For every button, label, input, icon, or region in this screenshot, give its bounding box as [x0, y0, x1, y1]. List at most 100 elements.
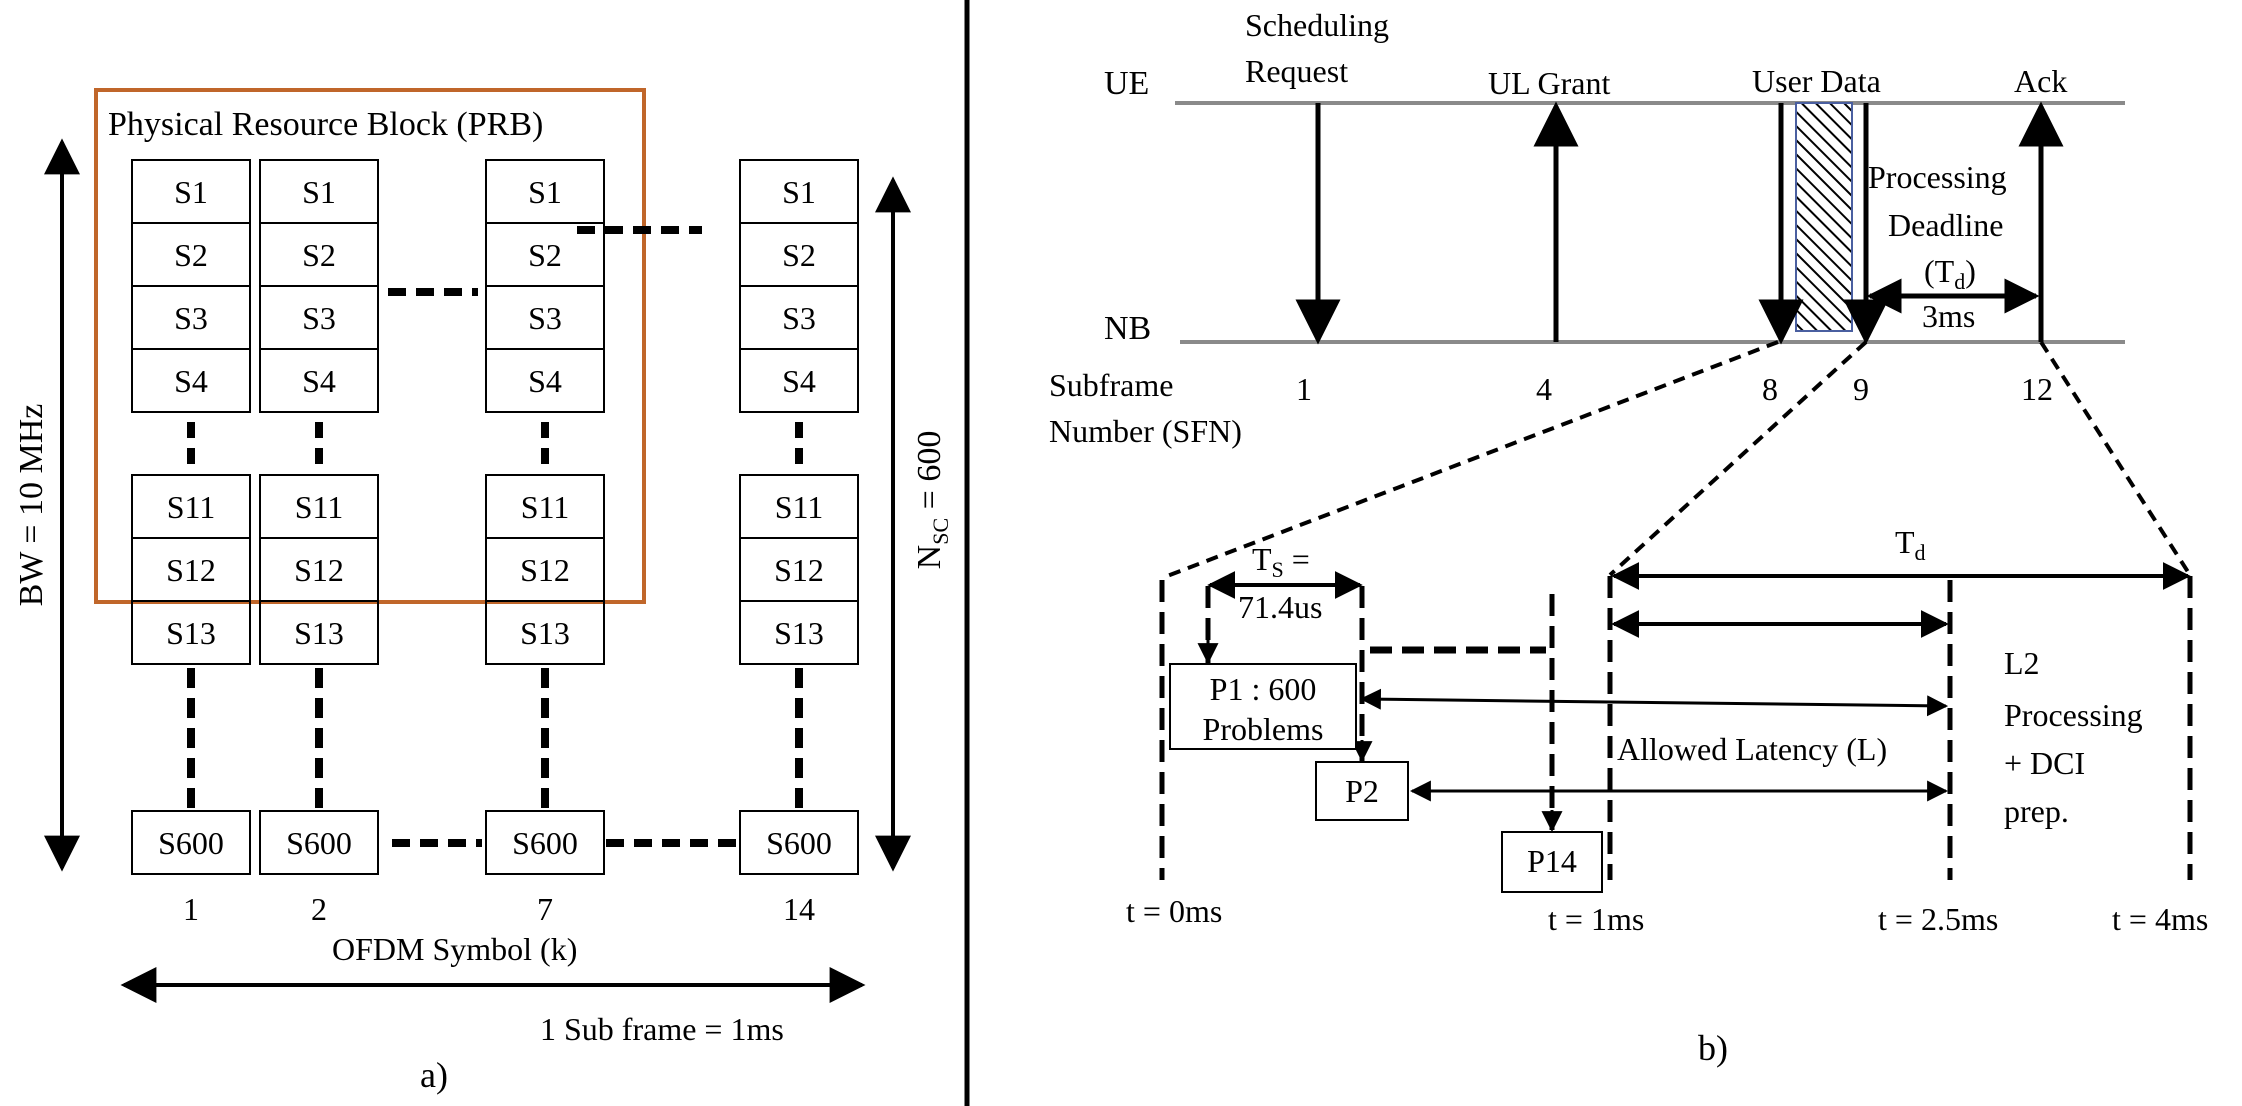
- ue-label: UE: [1104, 65, 1149, 102]
- p1-box: [1169, 663, 1357, 750]
- subcarrier-cell: [259, 600, 379, 665]
- subcarrier-label: S12: [520, 552, 570, 588]
- sfn-label-1: Subframe: [1049, 367, 1173, 403]
- subcarrier-cell: [739, 810, 859, 875]
- subcarrier-cell: [485, 600, 605, 665]
- td2-label: Td: [1895, 524, 1926, 565]
- subcarrier-label: S3: [174, 300, 208, 336]
- p14-label: P14: [1527, 843, 1577, 879]
- subcarrier-label: S11: [295, 489, 344, 525]
- p2-box: [1315, 761, 1409, 821]
- subcarrier-label: S3: [782, 300, 816, 336]
- zoom-line-right: [2039, 340, 2192, 577]
- subcarrier-cell: [739, 348, 859, 413]
- subcarrier-label: S2: [528, 237, 562, 273]
- sfn-9: 9: [1853, 371, 1869, 407]
- l2-line-2: Processing: [2004, 697, 2143, 733]
- td-label: (Td): [1924, 253, 1976, 294]
- symbol-number: 7: [537, 891, 553, 927]
- subcarrier-label: S600: [158, 825, 224, 861]
- subcarrier-cell: [485, 348, 605, 413]
- ack-label: Ack: [2014, 63, 2067, 99]
- subcarrier-label: S1: [302, 174, 336, 210]
- symbol-number: 2: [311, 891, 327, 927]
- subcarrier-label: S3: [528, 300, 562, 336]
- subcarrier-label: S4: [302, 363, 336, 399]
- caption-b: b): [1698, 1028, 1728, 1068]
- subcarrier-label: S2: [782, 237, 816, 273]
- allowed-latency-label: Allowed Latency (L): [1617, 731, 1887, 767]
- subcarrier-label: S11: [775, 489, 824, 525]
- subcarrier-label: S2: [174, 237, 208, 273]
- subcarrier-label: S1: [174, 174, 208, 210]
- panel-b: UE NB Scheduling Request UL Grant User D…: [1049, 7, 2208, 1068]
- user-data-label: User Data: [1752, 63, 1881, 99]
- l2-line-3: + DCI: [2004, 745, 2085, 781]
- sched-request-label-1: Scheduling: [1245, 7, 1389, 43]
- subcarrier-label: S600: [286, 825, 352, 861]
- subcarrier-label: S13: [294, 615, 344, 651]
- p14-box: [1501, 831, 1603, 893]
- subcarrier-label: S12: [294, 552, 344, 588]
- t1-label: t = 1ms: [1548, 901, 1644, 937]
- prb-title: Physical Resource Block (PRB): [108, 106, 543, 143]
- sfn-8: 8: [1762, 371, 1778, 407]
- sfn-label-2: Number (SFN): [1049, 413, 1242, 449]
- subcarrier-label: S12: [166, 552, 216, 588]
- zoom-line-left-b: [1608, 340, 1868, 577]
- prb-grid: S1S2S3S4S11S12S13S6001S1S2S3S4S11S12S13S…: [131, 159, 859, 927]
- subcarrier-cell: [259, 348, 379, 413]
- p1-latency-arrow: [1359, 688, 1949, 717]
- subcarrier-cell: [131, 348, 251, 413]
- panel-a: Physical Resource Block (PRB) BW = 10 MH…: [13, 88, 953, 1095]
- sfn-4: 4: [1536, 371, 1552, 407]
- symbol-number: 1: [183, 891, 199, 927]
- t0-label: t = 0ms: [1126, 893, 1222, 929]
- caption-a: a): [420, 1055, 448, 1095]
- t25-label: t = 2.5ms: [1878, 901, 1998, 937]
- nb-label: NB: [1104, 310, 1151, 347]
- subcarrier-label: S13: [520, 615, 570, 651]
- subcarrier-label: S4: [528, 363, 562, 399]
- ts-label: TS =: [1252, 541, 1310, 582]
- subcarrier-cell: [259, 810, 379, 875]
- subcarrier-cell: [131, 600, 251, 665]
- zoom-line-left-a: [1161, 340, 1779, 580]
- td-value: 3ms: [1922, 298, 1975, 334]
- subcarrier-label: S600: [512, 825, 578, 861]
- sched-request-label-2: Request: [1245, 53, 1348, 89]
- bw-label: BW = 10 MHz: [13, 404, 50, 607]
- symbol-number: 14: [783, 891, 815, 927]
- subcarrier-label: S4: [782, 363, 816, 399]
- subcarrier-label: S13: [166, 615, 216, 651]
- nsc-label: NSC = 600: [911, 431, 953, 570]
- subcarrier-cell: [131, 810, 251, 875]
- subcarrier-label: S11: [521, 489, 570, 525]
- p2-label: P2: [1345, 773, 1379, 809]
- subframe-label: 1 Sub frame = 1ms: [540, 1011, 784, 1047]
- subcarrier-cell: [739, 600, 859, 665]
- subcarrier-label: S1: [782, 174, 816, 210]
- t4-label: t = 4ms: [2112, 901, 2208, 937]
- subcarrier-label: S3: [302, 300, 336, 336]
- subcarrier-label: S12: [774, 552, 824, 588]
- ul-grant-label: UL Grant: [1488, 65, 1610, 101]
- sfn-12: 12: [2021, 371, 2053, 407]
- ts-value: 71.4us: [1238, 589, 1322, 625]
- subcarrier-cell: [485, 810, 605, 875]
- subcarrier-label: S1: [528, 174, 562, 210]
- subcarrier-label: S13: [774, 615, 824, 651]
- l2-line-4: prep.: [2004, 793, 2069, 829]
- deadline-label: Deadline: [1888, 207, 2004, 243]
- user-data-block: [1795, 102, 1853, 332]
- subcarrier-label: S600: [766, 825, 832, 861]
- x-axis-label: OFDM Symbol (k): [332, 931, 577, 967]
- subcarrier-label: S2: [302, 237, 336, 273]
- processing-label: Processing: [1868, 159, 2007, 195]
- p1-line2: Problems: [1203, 711, 1324, 747]
